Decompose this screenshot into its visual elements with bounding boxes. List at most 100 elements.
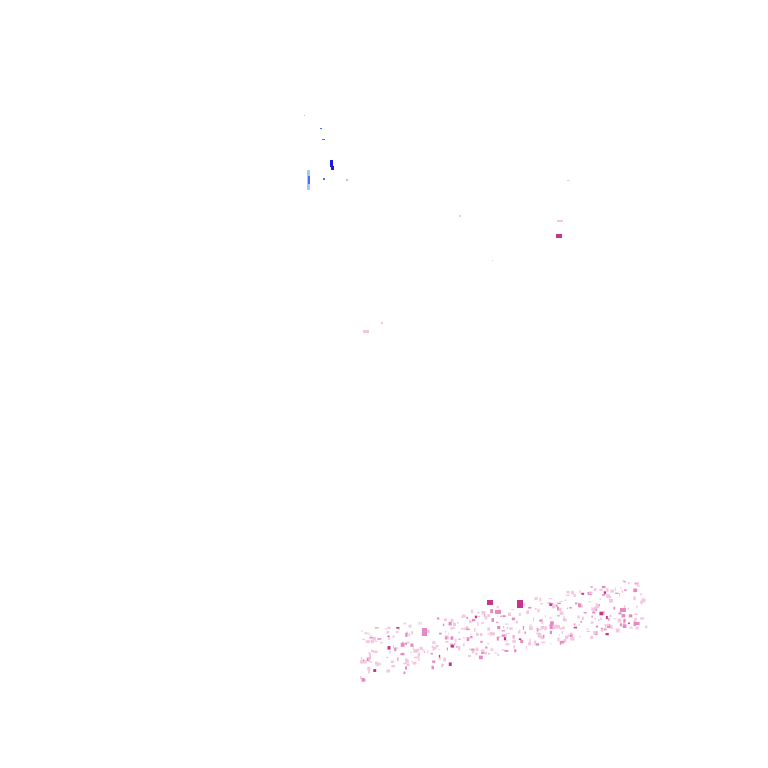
mix-echo [534,640,536,645]
mix-echo [483,651,488,655]
mix-echo [406,663,410,666]
mix-echo [605,633,609,636]
mix-echo [450,644,455,648]
mix-echo [412,661,417,665]
mix-echo [628,582,630,585]
mix-echo [601,585,606,589]
mix-echo [549,624,553,626]
mix-echo [617,618,622,623]
mix-echo [542,634,545,638]
mix-echo [477,622,479,626]
mix-echo [610,625,613,629]
snow-echo [323,178,325,180]
mix-echo [442,664,445,666]
mix-echo [620,608,626,612]
mix-echo [636,605,638,608]
mix-echo [621,614,626,618]
mix-echo [567,607,569,609]
mix-echo [411,661,413,663]
mix-echo [602,594,605,596]
mix-echo [387,646,391,650]
mix-echo [458,638,461,640]
mix-echo [445,636,448,640]
mix-echo [403,671,406,675]
mix-echo [598,619,600,621]
mix-echo [373,669,377,672]
mix-echo [491,618,494,622]
mix-echo [485,646,488,649]
mix-echo [370,634,372,637]
mix-echo [492,260,493,261]
mix-echo [566,590,570,594]
mix-echo [405,659,409,663]
mix-echo [503,626,505,628]
mix-echo [549,630,552,635]
mix-echo [506,632,510,634]
mix-echo [370,639,374,644]
mix-echo [555,604,558,607]
mix-echo [463,643,465,647]
mix-echo [369,655,371,660]
mix-echo [559,627,563,630]
mix-echo [474,628,476,632]
mix-echo [501,649,505,651]
mix-echo [420,622,422,625]
mix-echo [639,593,643,595]
mix-echo [591,607,595,611]
mix-echo [363,660,367,664]
mix-echo [573,593,576,598]
mix-echo [529,624,533,626]
mix-echo [500,615,502,617]
mix-echo [558,634,560,636]
mix-echo [369,636,373,639]
mix-echo [497,653,500,656]
mix-echo [561,626,565,629]
mix-echo [468,636,471,639]
mix-echo [605,615,608,620]
mix-echo [360,676,362,680]
mix-echo [391,665,394,667]
mix-echo [574,625,578,629]
snow-echo [320,128,322,129]
mix-echo [426,629,430,633]
mix-echo [511,609,515,611]
mix-echo [506,626,509,630]
mix-echo [544,627,547,631]
mix-echo [368,670,370,674]
mix-echo [547,602,551,604]
mix-echo [549,616,552,619]
mix-echo [557,220,563,222]
mix-echo [622,580,625,582]
mix-echo [389,650,391,654]
mix-echo [458,646,461,651]
mix-echo [445,640,449,643]
mix-echo [475,652,478,656]
mix-echo [467,655,471,657]
mix-echo [466,628,470,631]
mix-echo [448,662,452,666]
mix-echo [517,631,520,634]
mix-echo [635,626,639,630]
mix-echo [505,623,509,625]
mix-echo [579,590,581,592]
mix-echo [458,631,460,634]
mix-echo [590,586,593,588]
mix-echo [561,631,563,635]
mix-echo [590,635,594,640]
mix-echo [371,649,373,652]
mix-echo [513,645,515,649]
mix-echo [518,613,521,616]
mix-echo [609,614,612,617]
mix-echo [496,621,499,623]
mix-echo [593,631,597,635]
mix-echo [462,614,466,618]
mix-echo [497,615,499,617]
mix-echo [594,618,596,620]
mix-echo [595,625,599,628]
mix-echo [369,661,373,663]
mix-echo [613,606,616,610]
mix-echo [610,589,614,593]
mix-echo [634,613,638,615]
mix-echo [394,647,397,652]
